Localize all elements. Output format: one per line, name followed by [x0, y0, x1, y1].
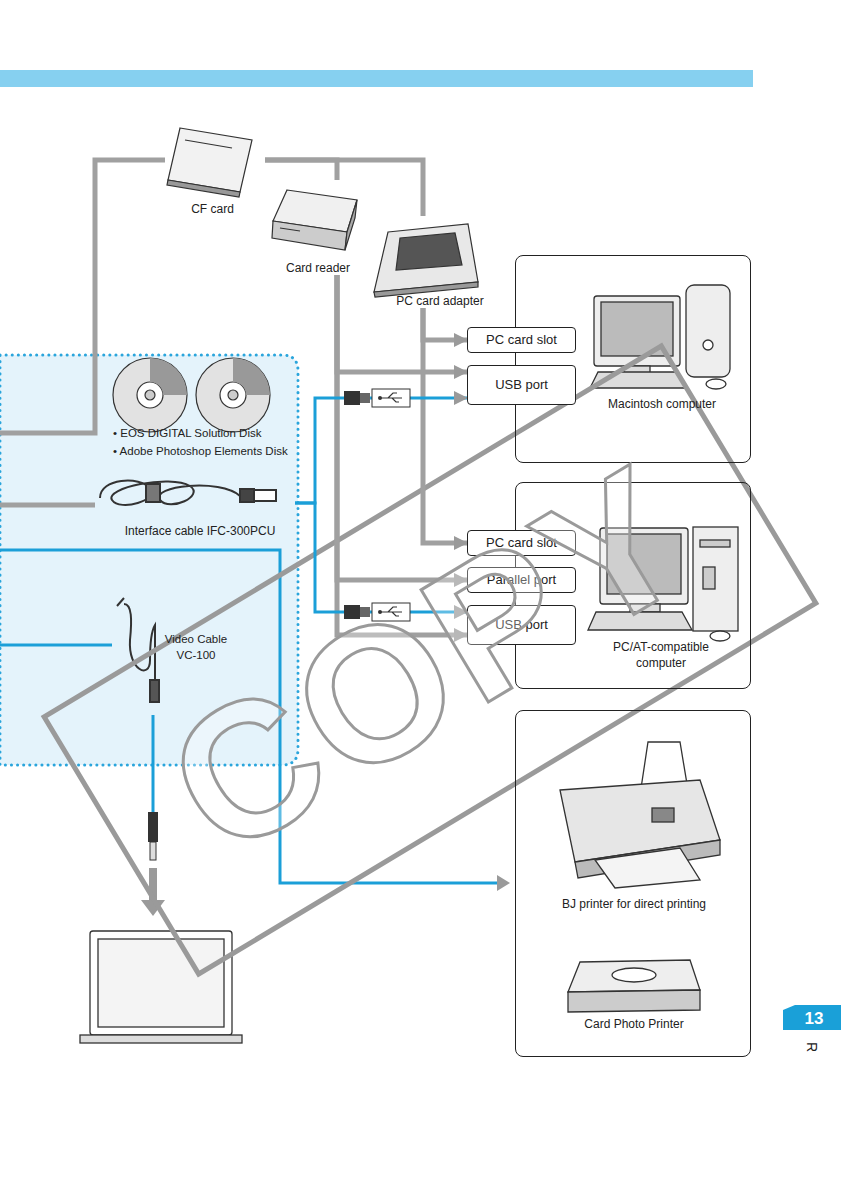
- node-text: Video Cable VC-100: [160, 631, 232, 663]
- printer-panel: BJ printer for direct printingCard Photo…: [515, 710, 751, 1057]
- node-text: PC card slot: [486, 332, 557, 348]
- arrowhead: [497, 875, 510, 891]
- usb-cable-picture: [100, 481, 276, 505]
- connector: [423, 308, 467, 340]
- usb-plug-symbol: [344, 389, 410, 407]
- node-text: Macintosh computer: [607, 396, 717, 412]
- connector: [423, 308, 467, 543]
- port-box: PC card slot: [467, 327, 576, 353]
- device-card: Card reader: [270, 180, 366, 275]
- device-card: PC card adapter: [380, 216, 500, 308]
- connector: [337, 275, 467, 580]
- page-tab: [783, 1005, 841, 1030]
- node-text: PC card adapter: [396, 294, 483, 308]
- connector: [265, 160, 423, 216]
- connector: [265, 160, 337, 180]
- software-item: • EOS DIGITAL Solution Disk • Adobe Photo…: [105, 365, 295, 460]
- watermark-frame: [44, 346, 816, 974]
- camera-wire: [0, 503, 95, 508]
- device-card: CF card: [160, 120, 265, 216]
- tv-picture: [80, 931, 242, 1043]
- label-holder: 13: [805, 1010, 824, 1027]
- node-text: Card reader: [286, 261, 350, 275]
- page-number: 13: [805, 1010, 824, 1027]
- connector: [337, 275, 467, 372]
- card-reader-picture: [272, 190, 357, 250]
- port-box: USB port: [467, 365, 576, 405]
- card-photo-printer-picture: [568, 960, 700, 1012]
- video-wire: [0, 644, 112, 647]
- computer-panel: Macintosh computerPC card slotUSB port: [515, 255, 751, 463]
- bj-printer-picture: [560, 742, 720, 888]
- disk-pictures: [113, 358, 270, 432]
- label-holder: R: [805, 1042, 819, 1052]
- connector: [295, 398, 467, 503]
- node-text: USB port: [495, 377, 548, 393]
- side-tab-letter: R: [805, 1042, 819, 1052]
- node-text: Card Photo Printer: [516, 1016, 752, 1032]
- camera-wire: [0, 160, 165, 433]
- node-text: CF card: [191, 202, 234, 216]
- pc-card-adapter-picture: [374, 224, 478, 297]
- header-bar: [0, 70, 753, 87]
- node-text: Interface cable IFC-300PCU: [125, 524, 276, 538]
- node-text: BJ printer for direct printing: [516, 896, 752, 912]
- node-text: • Adobe Photoshop Elements Disk: [113, 443, 295, 459]
- cable-item: Interface cable IFC-300PCU: [105, 468, 295, 538]
- cf-card-picture: [167, 128, 252, 197]
- node-text: • EOS DIGITAL Solution Disk: [113, 425, 295, 441]
